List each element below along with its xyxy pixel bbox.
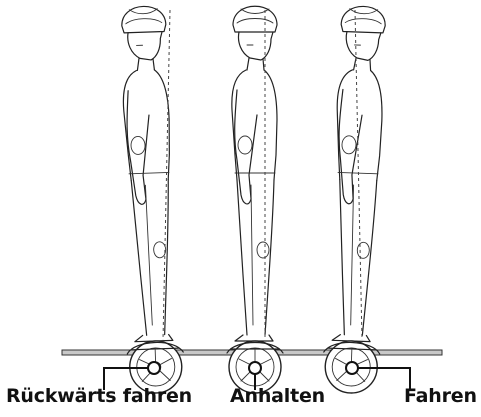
label-stop: Anhalten [230,385,325,407]
rider-stop-figure [227,6,283,393]
marker-forward [346,362,358,374]
label-forward: Fahren [404,385,477,407]
rider-backward-figure [115,5,184,393]
marker-backward [148,362,160,374]
label-backward: Rückwärts fahren [6,385,192,407]
rider-forward-figure [322,5,391,393]
balance-axis-icon [355,10,362,340]
marker-stop [249,362,261,374]
